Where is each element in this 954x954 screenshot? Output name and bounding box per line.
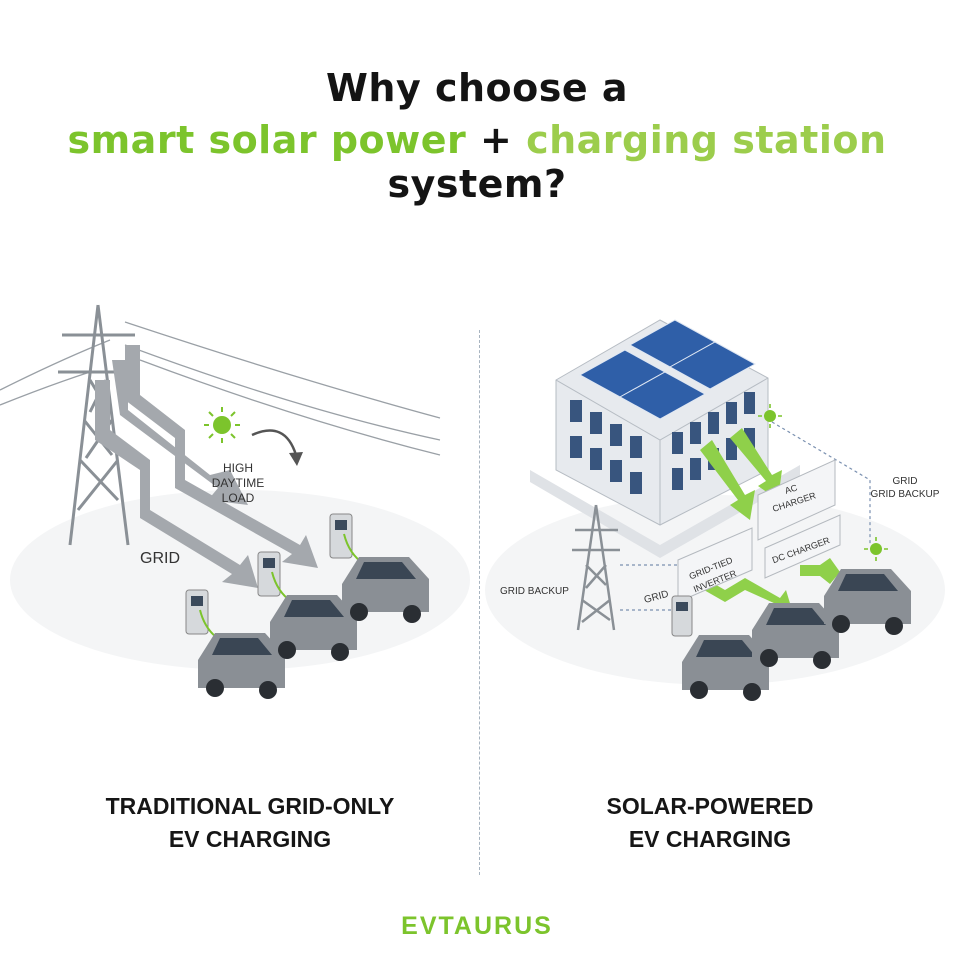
inverter-label-1: GRID-TIED — [688, 555, 735, 582]
ac-charger-label-2: CHARGER — [771, 490, 817, 514]
sun-icon — [864, 537, 888, 561]
car-icon — [752, 603, 839, 669]
caption-grid-only-line1: TRADITIONAL GRID-ONLY — [105, 793, 395, 819]
dc-charger-label: DC CHARGER — [771, 535, 832, 565]
title-highlight-charging: charging station — [526, 118, 887, 162]
load-label-line3: LOAD — [222, 491, 255, 505]
charger-station-1 — [185, 589, 209, 635]
car-icon — [270, 595, 357, 661]
ac-charger-label-1: AC — [784, 482, 799, 496]
page-title-line-1: Why choose a — [325, 66, 629, 110]
car-icon — [682, 635, 769, 701]
caption-grid-only-line2: EV CHARGING — [168, 826, 332, 852]
title-suffix: system? — [387, 162, 567, 206]
caption-solar-line1: SOLAR-POWERED — [606, 793, 814, 819]
caption-solar-line2: EV CHARGING — [628, 826, 792, 852]
transmission-tower-icon — [572, 504, 620, 631]
car-icon — [198, 633, 285, 699]
charger-station — [671, 595, 693, 637]
curved-arrow-icon — [251, 429, 298, 456]
solar-flow-arrows — [690, 428, 840, 612]
section-divider — [479, 330, 480, 875]
grid-only-illustration: GRID HIGH DAYTIME LOAD — [0, 304, 470, 699]
inverter-box — [677, 527, 753, 603]
sun-icon — [758, 404, 782, 428]
caption-grid-only: TRADITIONAL GRID-ONLY EV CHARGING — [40, 790, 460, 856]
inverter-label-2: INVERTER — [692, 568, 738, 594]
car-icon — [342, 557, 429, 623]
grid-arrows — [95, 345, 318, 588]
solar-panels-icon — [578, 319, 757, 420]
title-highlight-solar: smart solar power — [67, 118, 467, 162]
load-label-line2: DAYTIME — [212, 476, 264, 490]
grid-label-right: GRID — [643, 589, 670, 606]
grid-top-label: GRID — [893, 476, 918, 487]
grid-label: GRID — [140, 550, 180, 567]
car-icon — [824, 569, 911, 635]
grid-backup-top-label: GRID BACKUP — [871, 489, 940, 500]
ac-charger-box — [757, 459, 836, 541]
brand-logo: EVTAURUS — [401, 912, 553, 940]
charger-station-3 — [329, 513, 353, 559]
sun-icon — [204, 407, 240, 443]
grid-backup-left-label: GRID BACKUP — [500, 586, 569, 597]
page-title-line-2: smart solar power + charging station sys… — [0, 118, 954, 206]
load-label-line1: HIGH — [223, 461, 253, 475]
dc-charger-box — [764, 514, 841, 579]
power-lines — [0, 321, 441, 456]
building-icon — [530, 319, 800, 558]
caption-solar: SOLAR-POWERED EV CHARGING — [500, 790, 920, 856]
charger-station-2 — [257, 551, 281, 597]
title-plus: + — [466, 118, 527, 162]
